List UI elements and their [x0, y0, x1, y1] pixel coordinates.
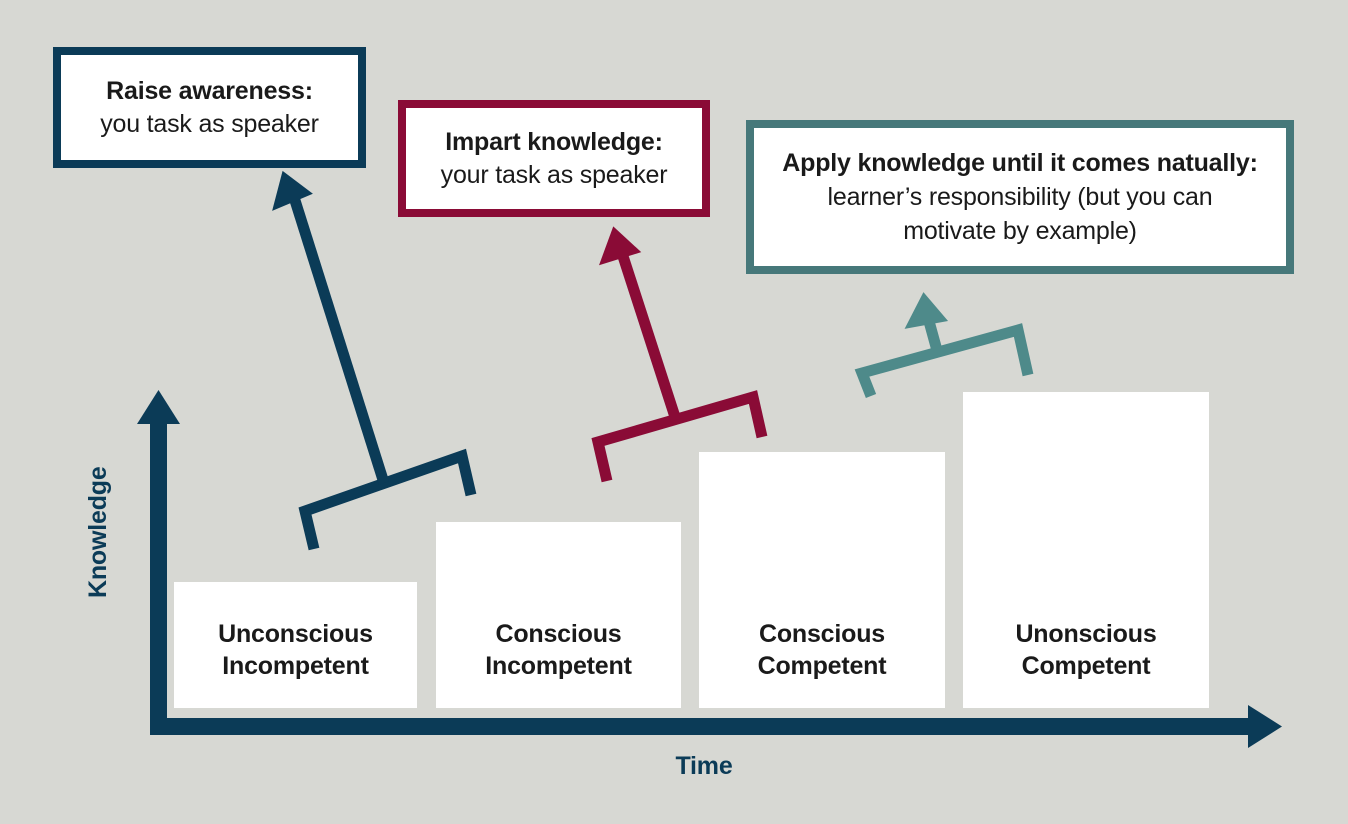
- callout-title: Impart knowledge:: [445, 127, 663, 156]
- bar-conscious-incompetent: Conscious Incompetent: [436, 522, 681, 708]
- x-axis: [150, 705, 1282, 748]
- step-arrow-navy-head: [272, 170, 313, 211]
- y-axis-label: Knowledge: [84, 466, 112, 598]
- bar-label-line2: Incompetent: [222, 652, 369, 680]
- bar-unconscious-incompetent: Unconscious Incompetent: [174, 582, 417, 708]
- bar-label-line2: Incompetent: [485, 652, 632, 680]
- callout-title: Raise awareness:: [106, 76, 313, 105]
- bar-conscious-competent: Conscious Competent: [699, 452, 945, 708]
- bar-label-line1: Conscious: [758, 620, 885, 648]
- bar-label: Conscious Incompetent: [485, 618, 632, 708]
- bar-label: Unconscious Incompetent: [218, 618, 373, 708]
- step-arrow-navy: [287, 192, 477, 551]
- callout-subtitle: your task as speaker: [440, 160, 668, 189]
- x-axis-label: Time: [675, 752, 733, 780]
- callout-subtitle-line2: motivate by example): [903, 217, 1137, 245]
- step-arrow-teal-head: [904, 292, 949, 329]
- bar-label: Conscious Competent: [758, 618, 887, 708]
- step-arrow-crimson-head: [599, 226, 642, 266]
- step-arrow-crimson: [591, 248, 768, 483]
- step-arrow-teal: [854, 312, 1034, 399]
- bar-label-line1: Unonscious: [1015, 620, 1157, 648]
- bar-label-line1: Unconscious: [218, 620, 373, 648]
- bar-label-line2: Competent: [757, 652, 887, 680]
- bar-label-line2: Competent: [1021, 652, 1151, 680]
- callout-subtitle-line1: learner’s responsibility (but you can: [827, 183, 1213, 211]
- callout-impart-knowledge: Impart knowledge: your task as speaker: [398, 100, 710, 217]
- bar-unconscious-competent: Unonscious Competent: [963, 392, 1209, 708]
- callout-title: Apply knowledge until it comes natually:: [782, 149, 1258, 177]
- callout-subtitle: you task as speaker: [100, 109, 319, 138]
- y-axis: [137, 390, 180, 728]
- callout-raise-awareness: Raise awareness: you task as speaker: [53, 47, 366, 168]
- callout-apply-knowledge: Apply knowledge until it comes natually:…: [746, 120, 1294, 274]
- bar-label-line1: Conscious: [495, 620, 622, 648]
- bar-label: Unonscious Competent: [1015, 618, 1156, 708]
